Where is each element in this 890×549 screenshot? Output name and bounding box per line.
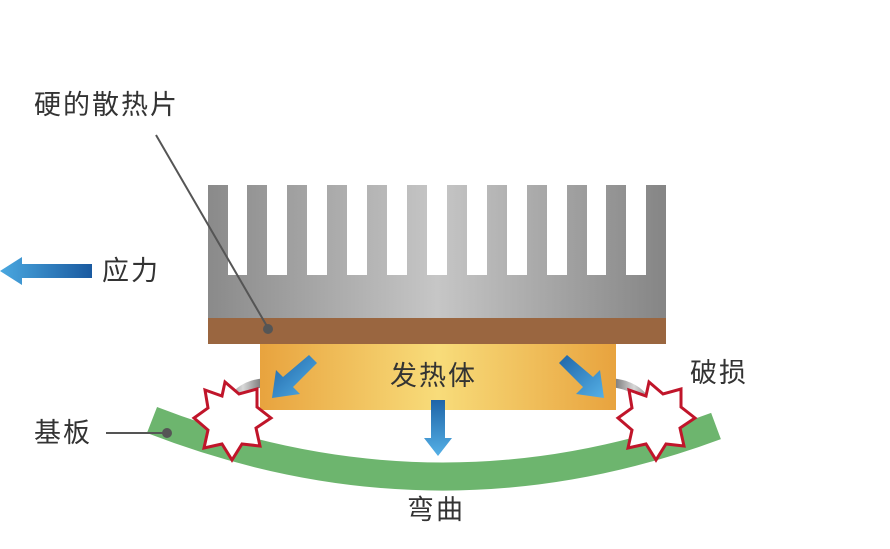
heatsink-leader-dot (263, 324, 273, 334)
arrow-down-left-icon (272, 355, 317, 398)
heat-source-block (260, 344, 616, 410)
heatsink-body (208, 185, 666, 318)
damage-burst-right (615, 379, 698, 463)
damage-burst-left (191, 379, 274, 463)
damage-label: 破损 (690, 358, 748, 389)
substrate-leader-dot (162, 428, 172, 438)
stress-arrow-icon (0, 257, 92, 285)
substrate-label: 基板 (34, 418, 92, 449)
heat-source-label: 发热体 (390, 361, 477, 392)
arrow-down-icon (424, 400, 452, 456)
heatsink-label: 硬的散热片 (34, 90, 179, 121)
heatsink-base-plate (208, 318, 666, 344)
heatsink-leader-line (155, 134, 269, 329)
stress-label: 应力 (102, 256, 160, 287)
heatsink (208, 185, 666, 318)
bending-label: 弯曲 (407, 495, 465, 526)
arrow-down-right-icon (559, 355, 604, 398)
